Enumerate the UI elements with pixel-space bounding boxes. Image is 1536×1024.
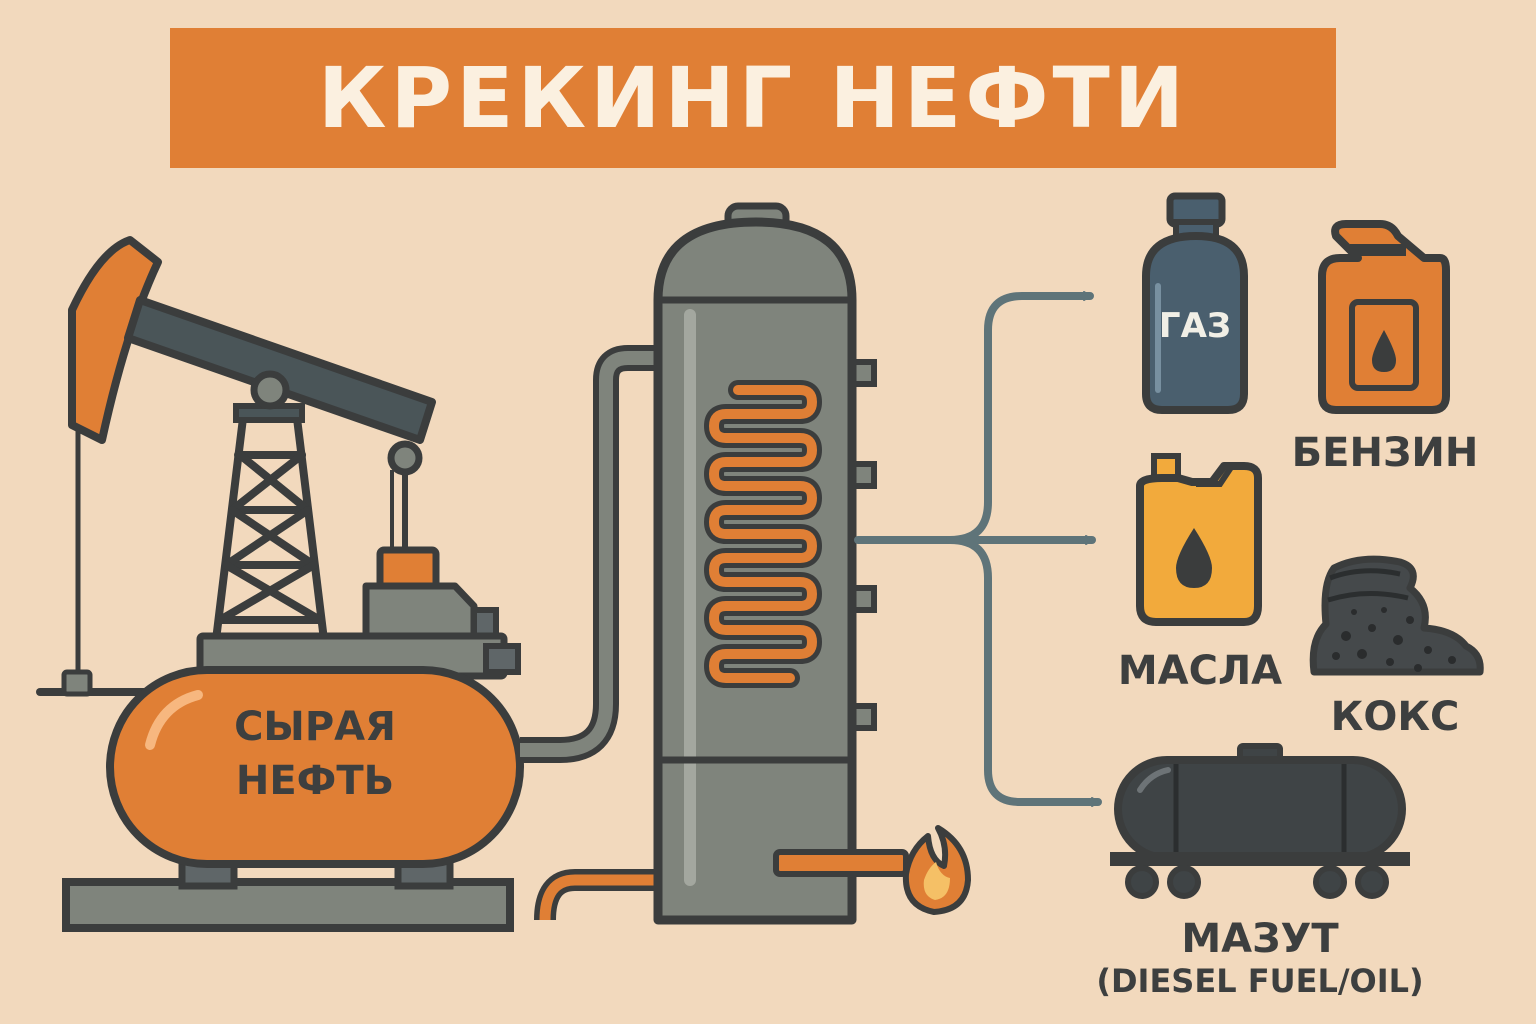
crude-oil-tank — [62, 666, 524, 932]
gasoline-label: БЕНЗИН — [1291, 430, 1479, 476]
tank-car-icon — [1110, 743, 1410, 899]
cracking-column — [653, 202, 909, 925]
oils-label: МАСЛА — [1117, 648, 1283, 694]
fuel-oil-label: МАЗУТ — [1181, 916, 1339, 962]
gas-cylinder-icon — [1142, 192, 1248, 414]
crude-oil-label: СЫРАЯ НЕФТЬ — [200, 700, 430, 808]
gas-label: ГАЗ — [1158, 306, 1232, 346]
flame-icon — [902, 825, 971, 915]
gasoline-canister-icon — [1318, 220, 1450, 414]
coke-label: КОКС — [1330, 694, 1460, 740]
oil-canister-icon — [1136, 453, 1262, 626]
feed-pipe — [520, 345, 660, 921]
fuel-oil-note-label: (DIESEL FUEL/OIL) — [1096, 962, 1424, 1000]
crude-oil-label-line1: СЫРАЯ — [234, 704, 396, 750]
output-arrows — [854, 291, 1102, 807]
pump-jack-icon — [36, 236, 521, 697]
coke-pile-icon — [1309, 555, 1484, 676]
page-title: КРЕКИНГ НЕФТИ — [317, 49, 1189, 147]
title-banner: КРЕКИНГ НЕФТИ — [170, 28, 1336, 168]
crude-oil-label-line2: НЕФТЬ — [235, 758, 395, 804]
